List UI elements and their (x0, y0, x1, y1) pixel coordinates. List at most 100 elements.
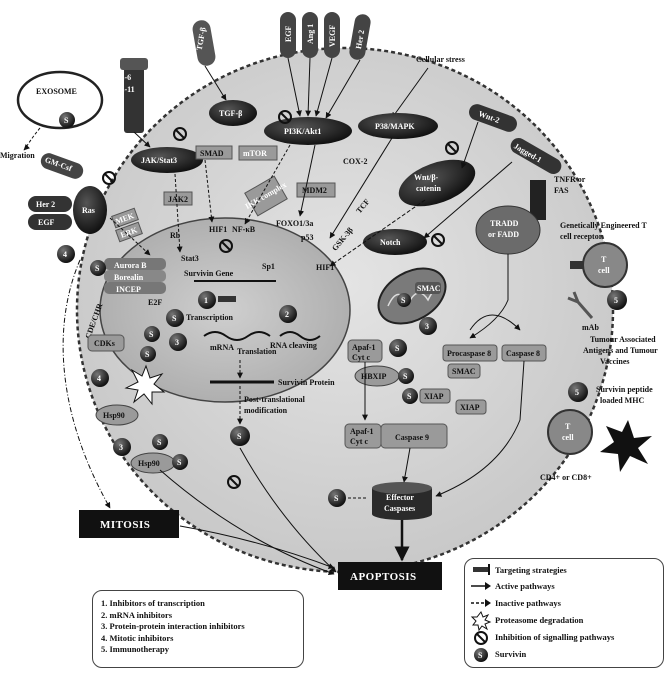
strategy-item: 5. Immunotherapy (101, 644, 170, 654)
apoptosis-box: APOPTOSIS (338, 562, 442, 590)
proteasome-starburst (124, 364, 166, 406)
svg-text:cell: cell (598, 266, 610, 275)
tumour-label-3: Vaccines (600, 357, 629, 366)
svg-text:S: S (64, 116, 69, 125)
svg-text:Hsp90: Hsp90 (103, 411, 125, 420)
svg-text:MITOSIS: MITOSIS (100, 519, 150, 531)
svg-text:S: S (145, 350, 150, 359)
hif1-label: HIF1 (209, 225, 227, 234)
svg-text:XIAP: XIAP (424, 392, 444, 401)
nfkb-label: NF-κB (232, 225, 256, 234)
rna-cleaving-label: RNA cleaving (270, 341, 317, 350)
node-caspase8: Caspase 8 (501, 344, 547, 362)
svg-text:IL-6: IL-6 (116, 73, 131, 82)
no-sign-icon (474, 631, 488, 645)
receptor-vegf: VEGF (324, 12, 340, 58)
svg-text:S: S (395, 344, 400, 353)
svg-text:TGF-β: TGF-β (195, 27, 208, 52)
node-smac-2: SMAC (447, 363, 481, 379)
node-caspase9: Caspase 9 (380, 423, 448, 449)
mrna-label: mRNA (210, 343, 234, 352)
svg-text:TRADD: TRADD (490, 219, 519, 228)
svg-text:T: T (601, 255, 607, 264)
svg-text:SMAC: SMAC (452, 367, 476, 376)
node-jak2: JAK2 (163, 191, 193, 206)
receptor-egf: EGF (280, 12, 296, 58)
strategy-3-marker-nucleus: 3 (169, 333, 187, 351)
receptor-her2-top: Her 2 (349, 14, 371, 60)
svg-text:2: 2 (285, 310, 289, 319)
survivin-s-apaf: S (389, 339, 407, 357)
receptor-gmcsf: GM-Csf (40, 153, 84, 179)
node-effector-caspases: Effector Caspases (372, 482, 432, 520)
node-procaspase8: Procaspase 8 (442, 344, 498, 362)
node-ras: Ras (73, 186, 107, 234)
svg-text:S: S (157, 438, 162, 447)
svg-text:S: S (95, 264, 100, 273)
survivin-gene-label: Survivin Gene (184, 269, 234, 278)
survivin-s-hbxip: S (398, 368, 414, 384)
t-cell-top: T cell (570, 242, 628, 288)
cox2-label: COX-2 (343, 157, 367, 166)
mab-antibody: mAb (567, 291, 599, 332)
ptm-label: Post-translational (244, 395, 306, 404)
node-mdm2: MDM2 (296, 182, 336, 198)
svg-text:CDKs: CDKs (94, 339, 115, 348)
peptide-label-2: loaded MHC (600, 396, 644, 405)
svg-text:S: S (177, 458, 182, 467)
stat3-label: Stat3 (181, 254, 199, 263)
svg-text:3: 3 (175, 338, 179, 347)
solid-arrow-icon (471, 582, 491, 590)
survivin-s-nucleus-2: S (144, 326, 160, 342)
svg-text:APOPTOSIS: APOPTOSIS (350, 571, 417, 583)
svg-text:Cyt c: Cyt c (350, 437, 368, 446)
svg-text:Procaspase 8: Procaspase 8 (447, 349, 491, 358)
hif1-b-label: HIF1 (316, 263, 334, 272)
node-xiap-2: XIAP (455, 399, 487, 415)
tumour-cell-star (600, 420, 652, 472)
strategy-5-marker-a: 5 (607, 290, 627, 310)
strategy-5-marker-b: 5 (568, 382, 588, 402)
node-tgfb: TGF-β (209, 100, 257, 126)
legend-label: Active pathways (495, 581, 555, 591)
svg-text:S: S (334, 494, 339, 503)
svg-text:Notch: Notch (380, 238, 401, 247)
svg-text:INCEP: INCEP (116, 285, 141, 294)
survivin-protein-label: Survivin Protein (278, 378, 335, 387)
svg-text:T: T (565, 422, 571, 431)
receptor-il6-il11: IL-6 IL-11 (116, 58, 148, 133)
strategy-item: 2. mRNA inhibitors (101, 609, 173, 620)
node-smad: SMAD (195, 145, 233, 160)
strategy-item: 3. Protein-protein interaction inhibitor… (101, 621, 245, 631)
inhibition-icon-4 (102, 171, 116, 185)
svg-text:1: 1 (204, 296, 208, 305)
node-hbxip: HBXIP (354, 365, 400, 387)
tnfr-label: TNFR or (554, 175, 586, 184)
legend-label: Survivin (495, 649, 527, 659)
inhibition-icon-5 (431, 233, 445, 247)
svg-text:Caspases: Caspases (384, 504, 415, 513)
svg-text:4: 4 (97, 374, 101, 383)
node-xiap: XIAP (419, 388, 451, 404)
cd48-label: CD4+ or CD8+ (540, 473, 592, 482)
strategies-box: 1. Inhibitors of transcription 2. mRNA i… (92, 590, 304, 668)
svg-text:SMAD: SMAD (200, 149, 224, 158)
legend-label: Inhibition of signalling pathways (495, 632, 615, 642)
inhibition-icon-3 (445, 141, 459, 155)
receptor-ang1: Ang 1 (302, 12, 318, 58)
foxo-label: FOXO1/3a (276, 219, 313, 228)
node-wnt-catenin: Wnt/β- catenin (398, 159, 476, 207)
node-mtor: mTOR (238, 145, 278, 161)
legend-label: Targeting strategies (495, 565, 567, 575)
peptide-label: Survivin peptide (596, 385, 653, 394)
tumour-label: Tumour Associated (590, 335, 656, 344)
node-erk: ERK (115, 221, 143, 243)
svg-text:S: S (149, 330, 154, 339)
svg-text:JAK2: JAK2 (168, 195, 188, 204)
survivin-s-nucleus-1: S (166, 309, 184, 327)
node-cdks: CDKs (87, 334, 125, 352)
svg-text:TGF-β: TGF-β (219, 109, 242, 118)
t-cell-bottom: T cell (547, 409, 593, 455)
ptm-label-2: modification (244, 406, 288, 415)
